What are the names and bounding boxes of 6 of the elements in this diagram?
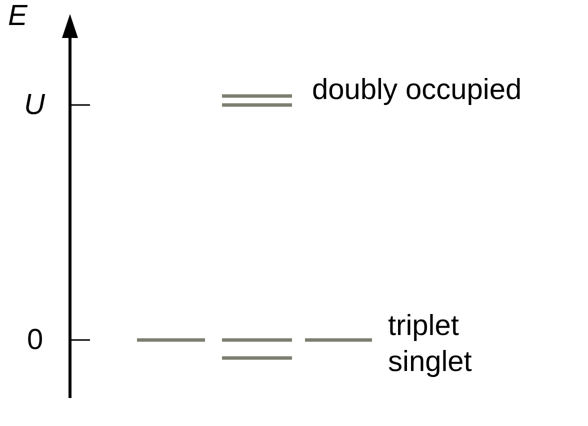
tick-label: U: [24, 89, 45, 121]
tick-label: 0: [27, 324, 44, 356]
level-label: singlet: [388, 346, 472, 378]
level-label: doubly occupied: [312, 74, 522, 106]
level-label: triplet: [388, 310, 459, 342]
axis-label: E: [8, 0, 28, 32]
